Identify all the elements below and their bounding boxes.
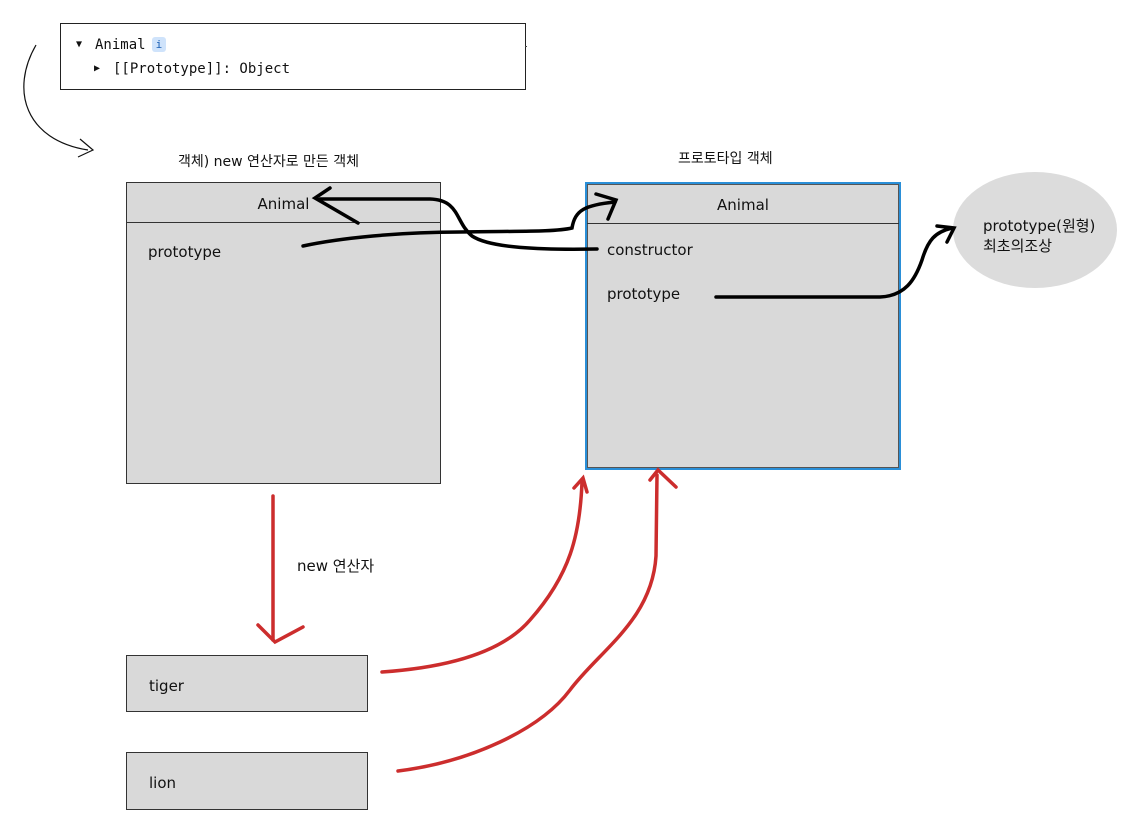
prototype-object-box[interactable]: Animal constructor prototype: [585, 182, 901, 470]
prototype-to-origin-stroke: [714, 226, 954, 299]
new-operator-label: new 연산자: [297, 557, 375, 575]
lion-proto-arrowhead-icon: [648, 467, 678, 489]
animal-object-title: Animal: [127, 183, 440, 223]
new-operator-arrowhead-icon: [256, 623, 305, 645]
left-heading: 객체) new 연산자로 만든 객체: [178, 154, 359, 170]
console-to-object-arrow: [23, 44, 89, 151]
prototype-object-prototype-field: prototype: [607, 285, 681, 303]
prototype-object-title: Animal: [587, 184, 899, 224]
info-icon[interactable]: i: [151, 37, 167, 52]
prototype-link-stroke: [301, 200, 617, 248]
console-prototype-row[interactable]: ▶ [[Prototype]]: Object: [94, 61, 291, 77]
ellipse-line2: 최초의조상: [983, 237, 1053, 255]
prototype-to-origin-arrowhead-icon: [935, 224, 957, 244]
tiger-proto-link: [380, 480, 584, 674]
constructor-link-stroke: [318, 197, 599, 251]
console-prototype-label: [[Prototype]]: Object: [113, 61, 291, 77]
prototype-link-arrowhead-icon: [594, 192, 619, 221]
animal-object-prototype-field: prototype: [148, 243, 222, 261]
constructor-link-arrowhead-icon: [311, 186, 360, 225]
console-arrowhead-icon: [77, 138, 95, 158]
tiger-label: tiger: [149, 677, 184, 695]
lion-proto-link: [396, 473, 659, 773]
tiger-proto-arrowhead-icon: [572, 474, 589, 494]
ellipse-line1: prototype(원형): [983, 217, 1096, 235]
origin-prototype-ellipse[interactable]: prototype(원형) 최초의조상: [953, 172, 1117, 288]
animal-object-box[interactable]: Animal prototype: [126, 182, 441, 484]
console-divider: [525, 46, 527, 47]
console-animal-label: Animal: [95, 37, 146, 53]
tiger-box[interactable]: tiger: [126, 655, 368, 712]
prototype-object-constructor-field: constructor: [607, 241, 693, 259]
right-heading: 프로토타입 객체: [678, 151, 773, 167]
lion-label: lion: [149, 774, 177, 792]
collapsed-triangle-icon[interactable]: ▶: [94, 63, 101, 74]
lion-box[interactable]: lion: [126, 752, 368, 810]
expanded-triangle-icon[interactable]: ▼: [76, 39, 83, 50]
